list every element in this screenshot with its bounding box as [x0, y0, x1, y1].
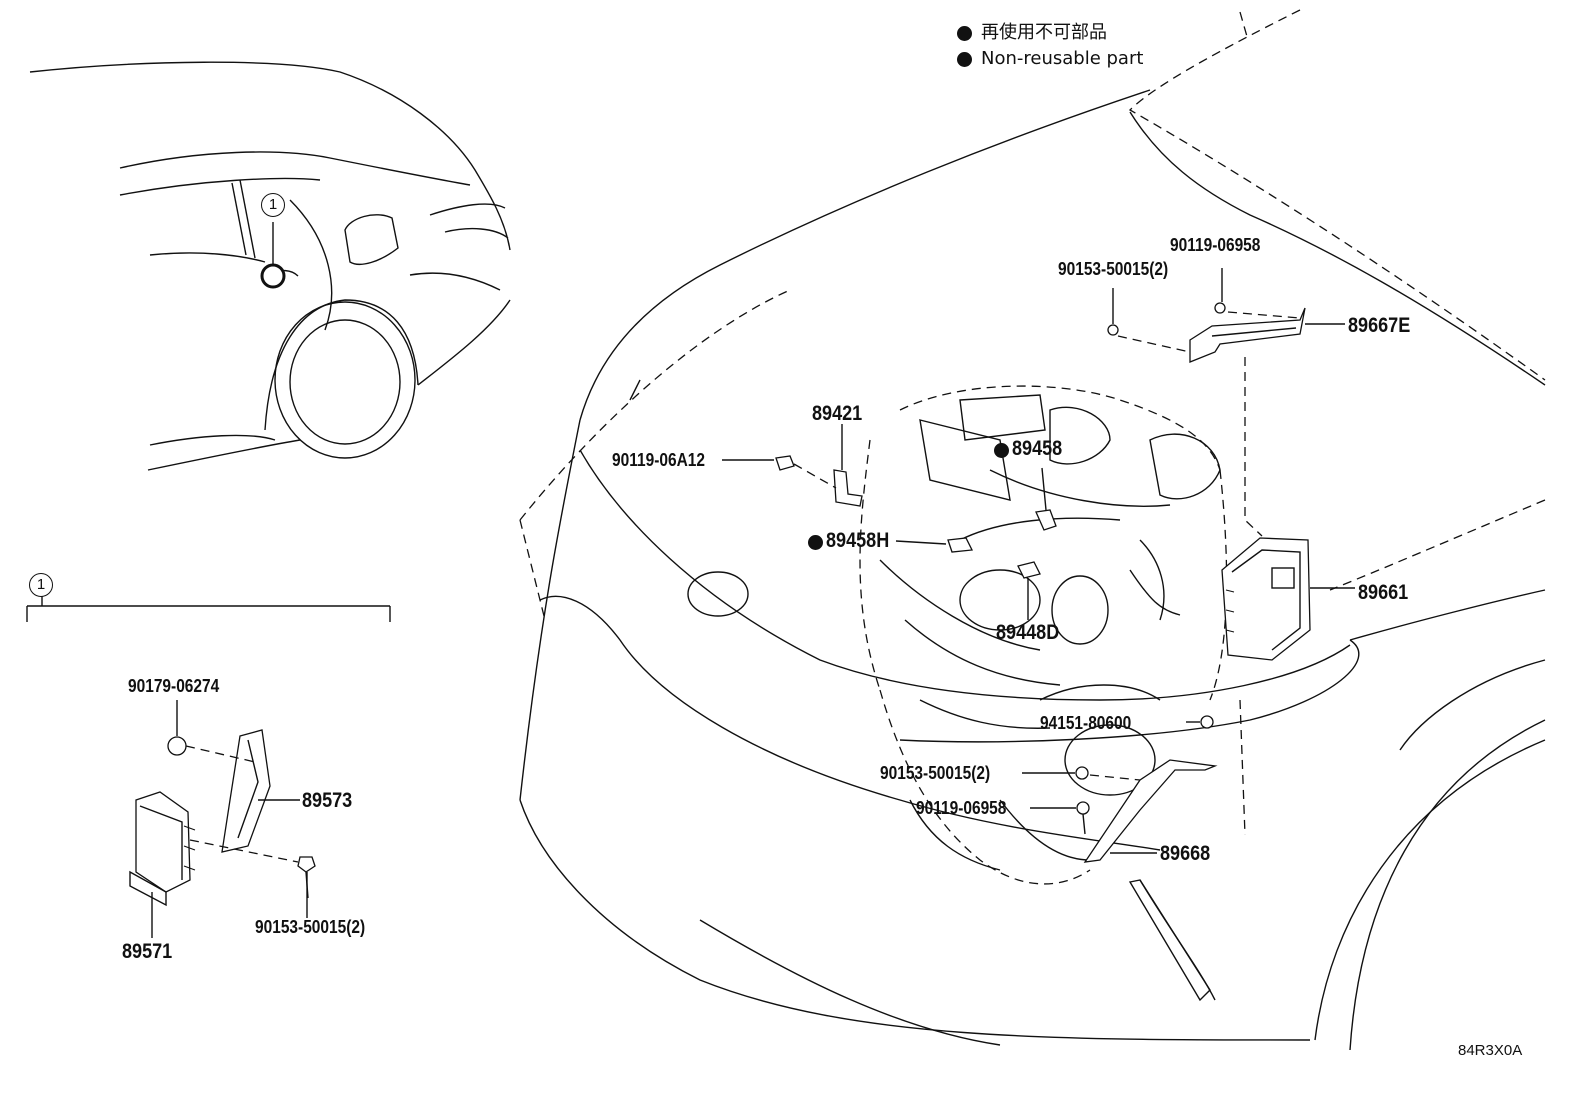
front-car-outline: [519, 9, 1546, 1051]
fastener-94151-80600: 94151-80600: [1040, 713, 1132, 733]
fastener-90179-06274: 90179-06274: [128, 676, 220, 696]
part-89421: 89421: [812, 402, 863, 425]
fastener-90153-50015-mid: 90153-50015(2): [880, 763, 991, 783]
non-reusable-dot-icon: [994, 443, 1009, 458]
fastener-90153-50015-top: 90153-50015(2): [1058, 259, 1169, 279]
non-reusable-dot-icon: [957, 52, 972, 67]
callout-bracket: [26, 596, 391, 622]
callout-ref-1: 1: [261, 193, 285, 217]
part-89668: 89668: [1160, 842, 1211, 865]
part-89458: 89458: [1012, 437, 1063, 460]
legend-english: Non-reusable part: [981, 48, 1144, 69]
non-reusable-dot-icon: [957, 26, 972, 41]
rear-car-outline: [29, 61, 511, 471]
part-89667e: 89667E: [1348, 314, 1411, 337]
part-89448d: 89448D: [996, 621, 1060, 644]
bracket-89667e: [1107, 268, 1345, 363]
bracket-89668: [1075, 715, 1218, 863]
legend-japanese: 再使用不可部品: [981, 22, 1107, 43]
part-89458h: 89458H: [826, 529, 890, 552]
part-89571: 89571: [122, 940, 173, 963]
engine-block: [859, 385, 1246, 885]
part-89573: 89573: [302, 789, 353, 812]
callout-ref-1-box: 1: [29, 573, 53, 597]
part-89661: 89661: [1358, 581, 1409, 604]
fastener-90119-06958-bottom: 90119-06958: [916, 798, 1007, 818]
fastener-90119-06a12: 90119-06A12: [612, 450, 705, 470]
fastener-90119-06958-top: 90119-06958: [1170, 235, 1261, 255]
drawing-code: 84R3X0A: [1458, 1042, 1523, 1059]
sensors: [722, 424, 1355, 809]
ecu-89661: [1221, 357, 1311, 661]
left-module-assembly: [129, 700, 316, 938]
non-reusable-dot-icon: [808, 535, 823, 550]
fastener-90153-50015-left: 90153-50015(2): [255, 917, 366, 937]
